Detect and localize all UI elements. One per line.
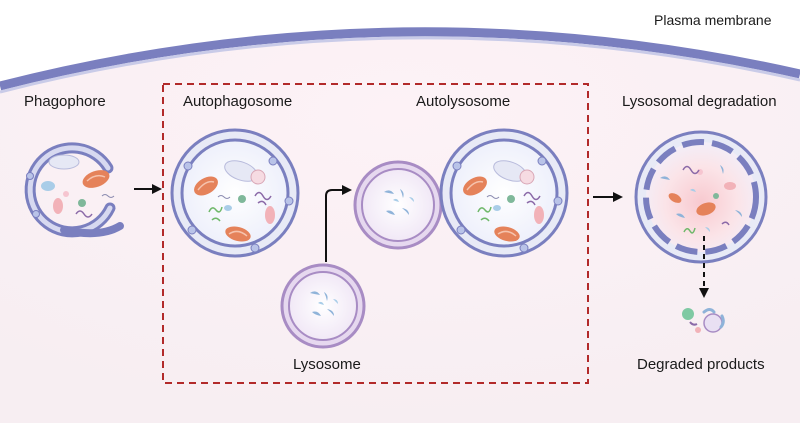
lysosomal-degradation-label: Lysosomal degradation	[622, 93, 777, 110]
fusion-dashed-box	[162, 83, 589, 384]
plasma-membrane	[0, 27, 800, 91]
plasma-membrane-label: Plasma membrane	[654, 12, 772, 28]
autolysosome-label: Autolysosome	[416, 93, 511, 110]
lysosome-label: Lysosome	[293, 356, 361, 373]
arrow-lysosome-fusion	[325, 185, 352, 262]
lysosome	[280, 263, 366, 349]
lysosomal-degradation	[634, 130, 768, 264]
phagophore	[24, 142, 124, 238]
autophagosome	[170, 128, 300, 258]
autolysosome	[353, 128, 569, 258]
degraded-products-label: Degraded products	[637, 356, 765, 373]
degraded-products-cluster	[682, 308, 725, 333]
phagophore-label: Phagophore	[24, 93, 106, 110]
autophagosome-label: Autophagosome	[183, 93, 293, 110]
